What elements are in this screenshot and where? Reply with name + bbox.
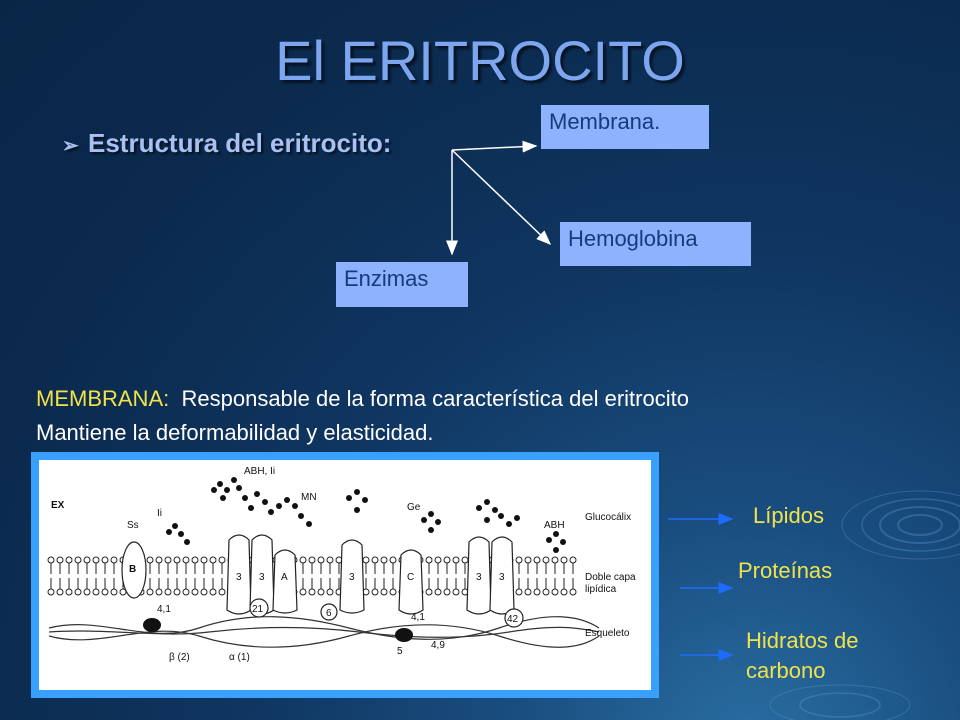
- diagram-label-42: 42: [507, 614, 519, 625]
- diagram-label-49: 4,9: [431, 640, 445, 651]
- label-lipidos: Lípidos: [753, 503, 824, 528]
- arrow-bullet-icon: ➢: [62, 135, 79, 157]
- membrana-line-1-text: Responsable de la forma característica d…: [181, 386, 689, 411]
- membrane-diagram: EX Glucocálix Doble capa lipídica Esquel…: [39, 460, 651, 690]
- diagram-label-21: 21: [252, 604, 264, 615]
- diagram-label-ge: Ge: [407, 502, 421, 513]
- diagram-label-3a: 3: [236, 572, 242, 583]
- label-proteinas: Proteínas: [738, 558, 833, 583]
- diagram-label-41a: 4,1: [157, 604, 171, 615]
- diagram-label-abh: ABH: [544, 520, 565, 531]
- diagram-label-alpha: α (1): [229, 652, 250, 663]
- skeleton-strands: [48, 616, 600, 648]
- diagram-label-b: B: [129, 564, 136, 575]
- arrow-to-hemoglobina: [451, 149, 552, 246]
- diagram-label-5: 5: [397, 646, 403, 657]
- diagram-label-mn: MN: [301, 492, 317, 503]
- diagram-label-esqueleto: Esqueleto: [585, 628, 630, 639]
- enzimas-box: Enzimas: [336, 262, 468, 307]
- membrane-diagram-frame: EX Glucocálix Doble capa lipídica Esquel…: [31, 452, 659, 698]
- diagram-label-lipidica: lipídica: [585, 584, 617, 595]
- diagram-label-3b: 3: [259, 572, 265, 583]
- label-hidratos: Hidratos de carbono: [746, 628, 859, 683]
- membrana-line-2: Mantiene la deformabilidad y elasticidad…: [36, 420, 434, 445]
- anchor-proteins: [143, 618, 413, 642]
- glycocalyx-clusters: [166, 477, 566, 553]
- diagram-label-6: 6: [326, 608, 332, 619]
- membrana-label: MEMBRANA:: [36, 386, 170, 411]
- arrow-to-membrana: [451, 140, 538, 153]
- membrana-description: MEMBRANA: Responsable de la forma caract…: [36, 382, 936, 450]
- diagram-label-abh-li: ABH, Ii: [244, 466, 275, 477]
- diagram-label-c: C: [407, 572, 414, 583]
- diagram-label-41b: 4,1: [411, 612, 425, 623]
- structure-bullet: ➢ Estructura del eritrocito:: [62, 128, 391, 159]
- diagram-label-doble-capa: Doble capa: [585, 572, 636, 583]
- diagram-label-3d: 3: [476, 572, 482, 583]
- diagram-label-a: A: [281, 572, 288, 583]
- diagram-label-ii: Ii: [157, 508, 162, 519]
- hemoglobina-box: Hemoglobina: [560, 222, 751, 266]
- diagram-label-3c: 3: [349, 572, 355, 583]
- membrana-line-1: MEMBRANA: Responsable de la forma caract…: [36, 382, 936, 416]
- diagram-label-ex: EX: [51, 500, 65, 511]
- membrane-proteins: [121, 534, 524, 628]
- diagram-label-glucocalix: Glucocálix: [585, 512, 631, 523]
- page-title: El ERITROCITO: [275, 29, 685, 92]
- diagram-label-3e: 3: [499, 572, 505, 583]
- diagram-label-ss: Ss: [127, 520, 139, 531]
- diagram-label-beta: β (2): [169, 652, 190, 663]
- bullet-text: Estructura del eritrocito:: [88, 128, 392, 158]
- membrana-box: Membrana.: [541, 105, 709, 149]
